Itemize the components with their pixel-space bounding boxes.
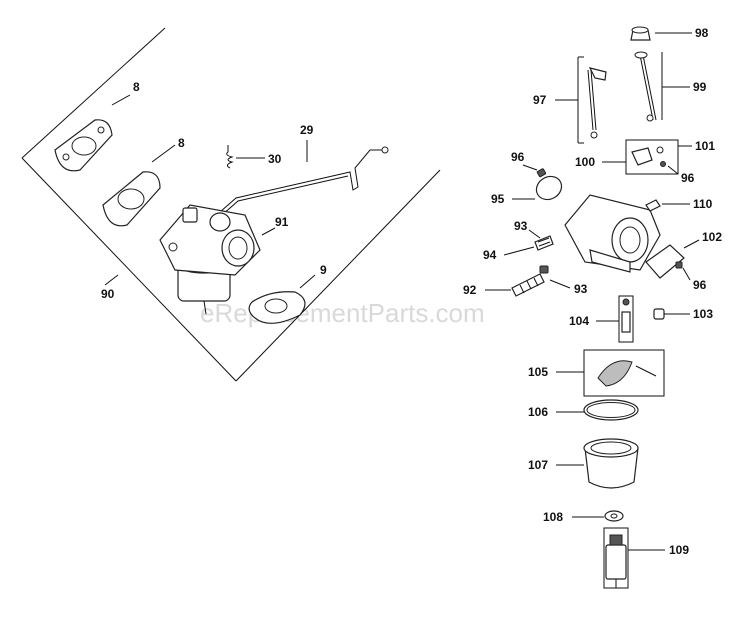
screw-94 <box>534 235 554 251</box>
callout-96-mid: 96 <box>681 171 695 185</box>
needle-99 <box>634 51 663 122</box>
callout-102: 102 <box>702 230 722 244</box>
callout-8-lower: 8 <box>178 136 185 150</box>
callout-95: 95 <box>491 192 505 206</box>
callouts: 8 8 29 30 91 9 90 98 97 99 96 101 100 96… <box>101 26 722 557</box>
carb-body-right <box>564 194 661 273</box>
float-105 <box>583 349 665 397</box>
callout-29: 29 <box>300 123 314 137</box>
diaphragm-95 <box>535 175 563 201</box>
washer-108 <box>604 510 624 522</box>
carburetor-91 <box>159 204 261 315</box>
gasket-9 <box>248 291 306 324</box>
callout-30: 30 <box>268 152 282 166</box>
callout-96-lower: 96 <box>693 278 707 292</box>
callout-94: 94 <box>483 248 497 262</box>
watermark: eReplacementParts.com <box>200 298 485 328</box>
callout-109: 109 <box>669 543 689 557</box>
screw-96-upper <box>536 168 547 178</box>
callout-103: 103 <box>693 307 713 321</box>
link-rod-29 <box>219 146 389 216</box>
callout-99: 99 <box>693 80 707 94</box>
bowl-107 <box>583 438 639 489</box>
callout-110: 110 <box>693 197 713 211</box>
screw-92 <box>511 265 549 297</box>
kit-90-outline <box>21 27 441 382</box>
callout-92: 92 <box>463 283 477 297</box>
callout-105: 105 <box>528 365 548 379</box>
callout-90: 90 <box>101 287 115 301</box>
solenoid-109 <box>603 527 629 589</box>
gasket-102 <box>645 244 685 279</box>
plug-103 <box>653 308 665 320</box>
callout-104: 104 <box>569 314 589 328</box>
spring-30 <box>226 145 234 169</box>
kit-97-box <box>577 56 607 144</box>
callout-93-upper: 93 <box>514 219 528 233</box>
leader-lines <box>104 32 700 551</box>
gasket-8-upper <box>54 119 113 172</box>
callout-100: 100 <box>575 155 595 169</box>
jet-104 <box>618 295 634 343</box>
cap-98 <box>630 26 651 41</box>
callout-97: 97 <box>533 93 547 107</box>
screw-110 <box>645 199 661 212</box>
bracket-100 <box>625 139 679 175</box>
callout-9: 9 <box>320 263 327 277</box>
gasket-8-lower <box>102 171 161 227</box>
callout-98: 98 <box>695 26 709 40</box>
callout-108: 108 <box>543 510 563 524</box>
callout-93-lower: 93 <box>574 282 588 296</box>
gasket-106 <box>583 399 639 421</box>
callout-107: 107 <box>528 458 548 472</box>
callout-91: 91 <box>275 215 289 229</box>
callout-8-upper: 8 <box>133 80 140 94</box>
callout-101: 101 <box>695 139 715 153</box>
callout-96-upper: 96 <box>511 150 525 164</box>
callout-106: 106 <box>528 405 548 419</box>
screw-96-right <box>675 261 683 269</box>
